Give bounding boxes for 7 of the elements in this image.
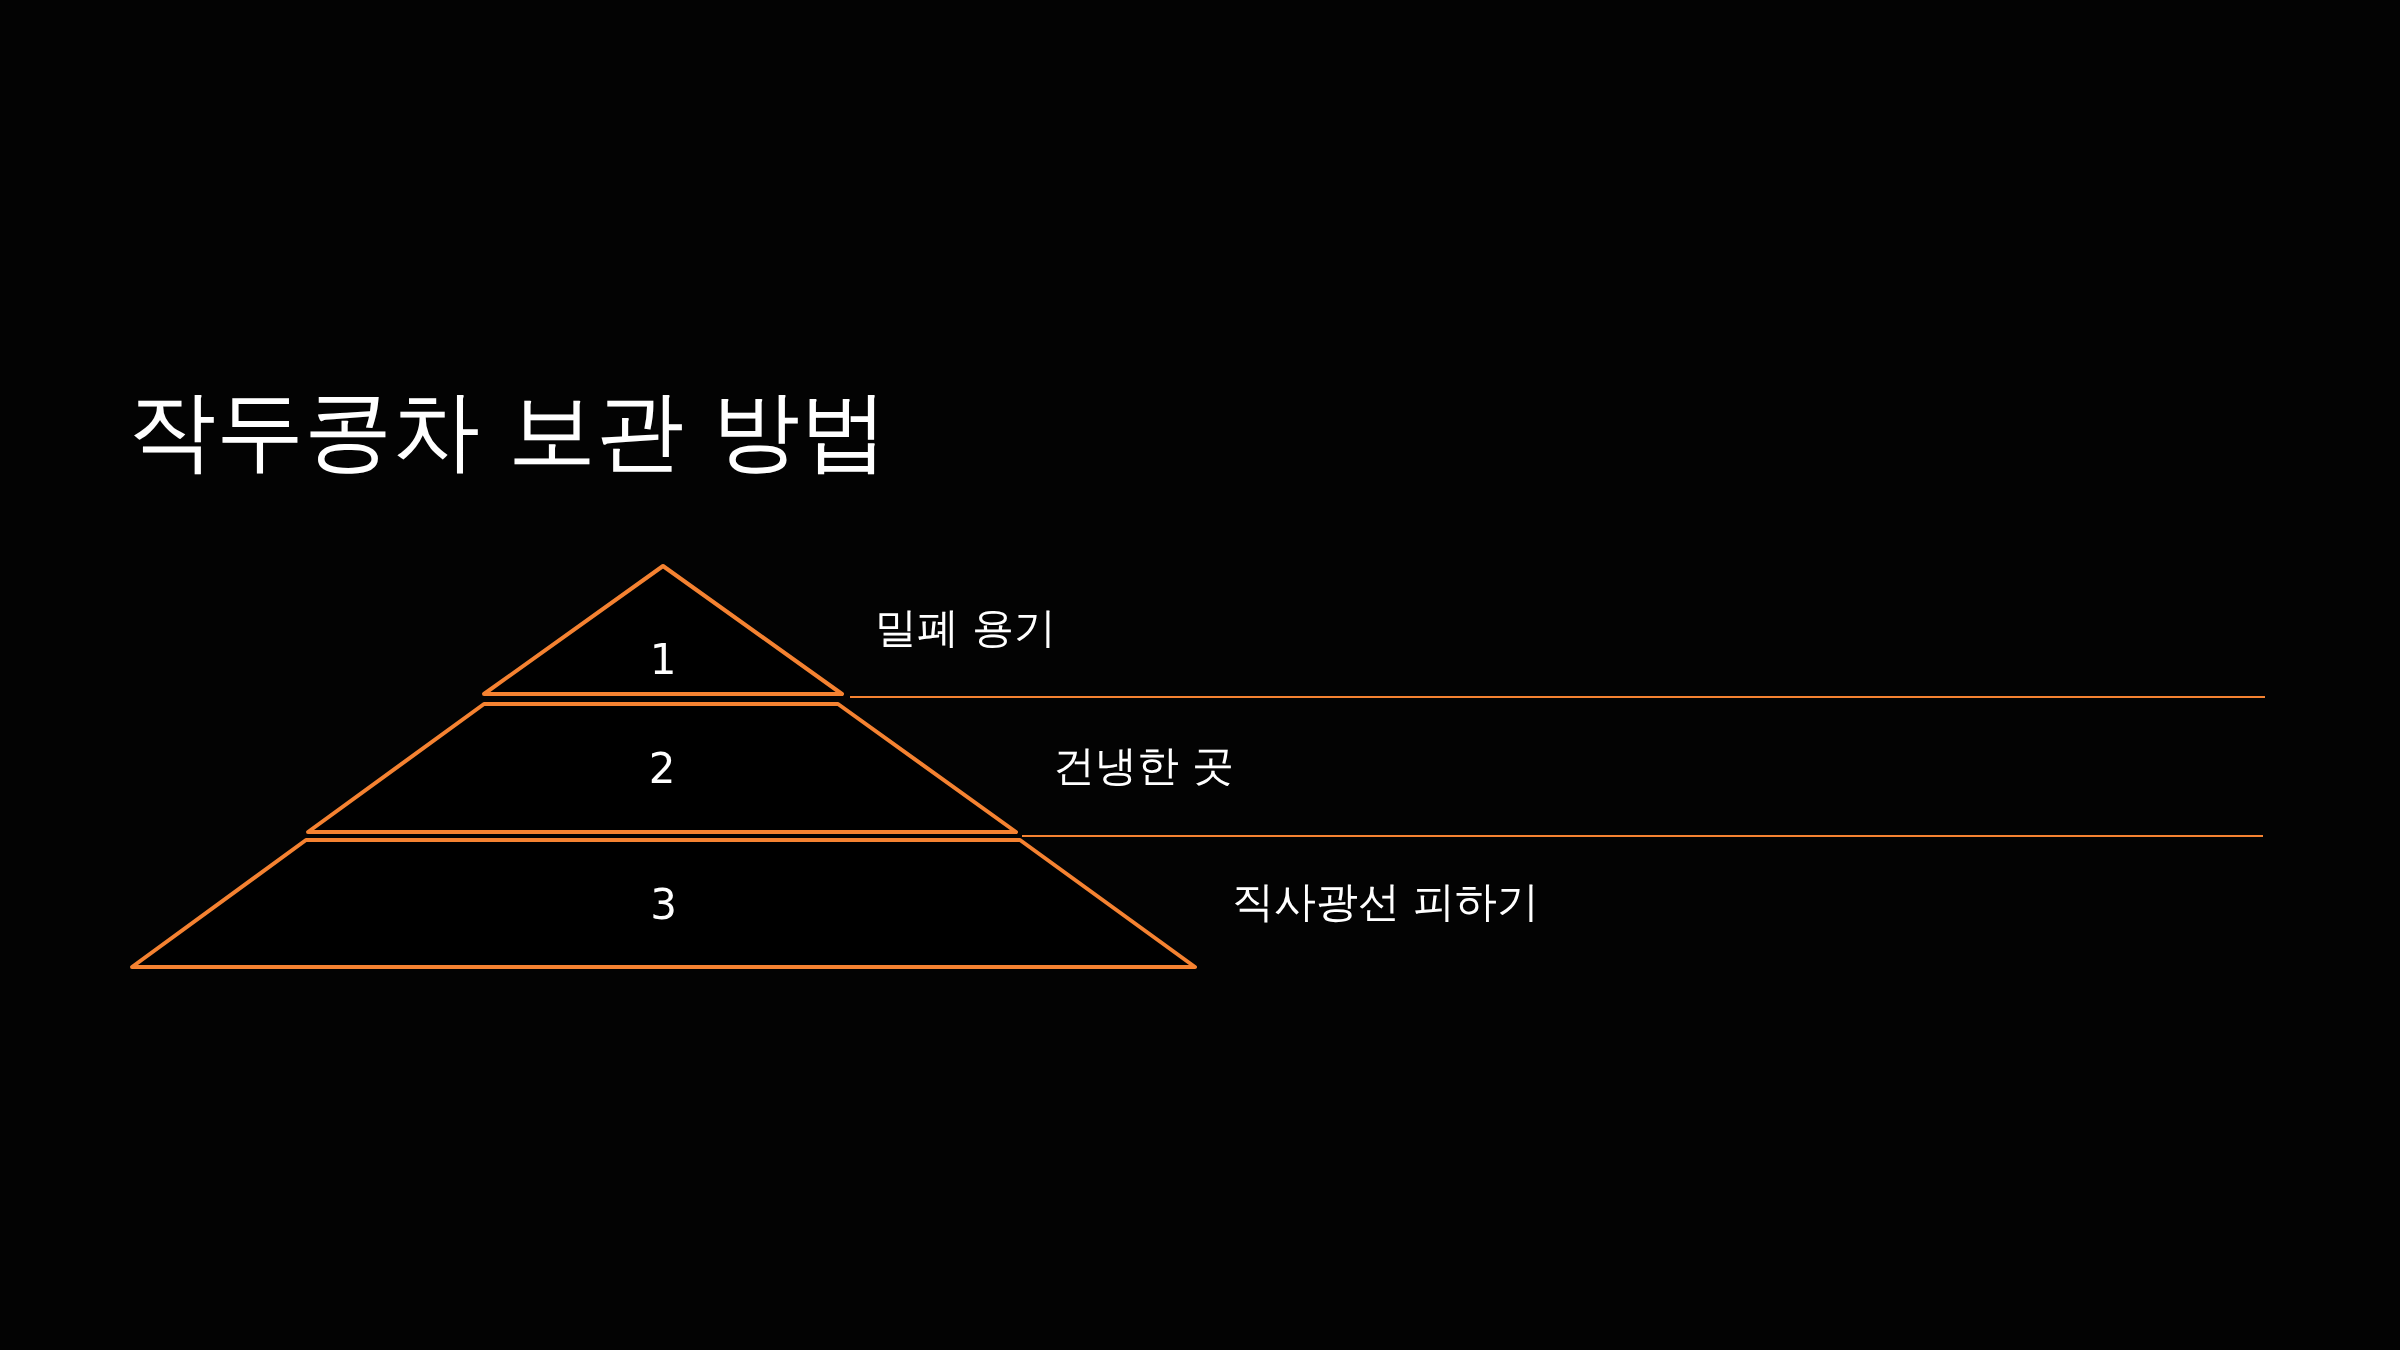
tier-number: 1 [649, 634, 677, 684]
tier-number: 3 [650, 879, 677, 928]
tier-number: 2 [648, 743, 676, 793]
slide-title: 작두콩차 보관 방법 [128, 378, 888, 484]
tier-label: 건냉한 곳 [1053, 740, 1235, 792]
tier-label: 밀폐 용기 [875, 602, 1057, 654]
tier-label: 직사광선 피하기 [1232, 876, 1540, 928]
